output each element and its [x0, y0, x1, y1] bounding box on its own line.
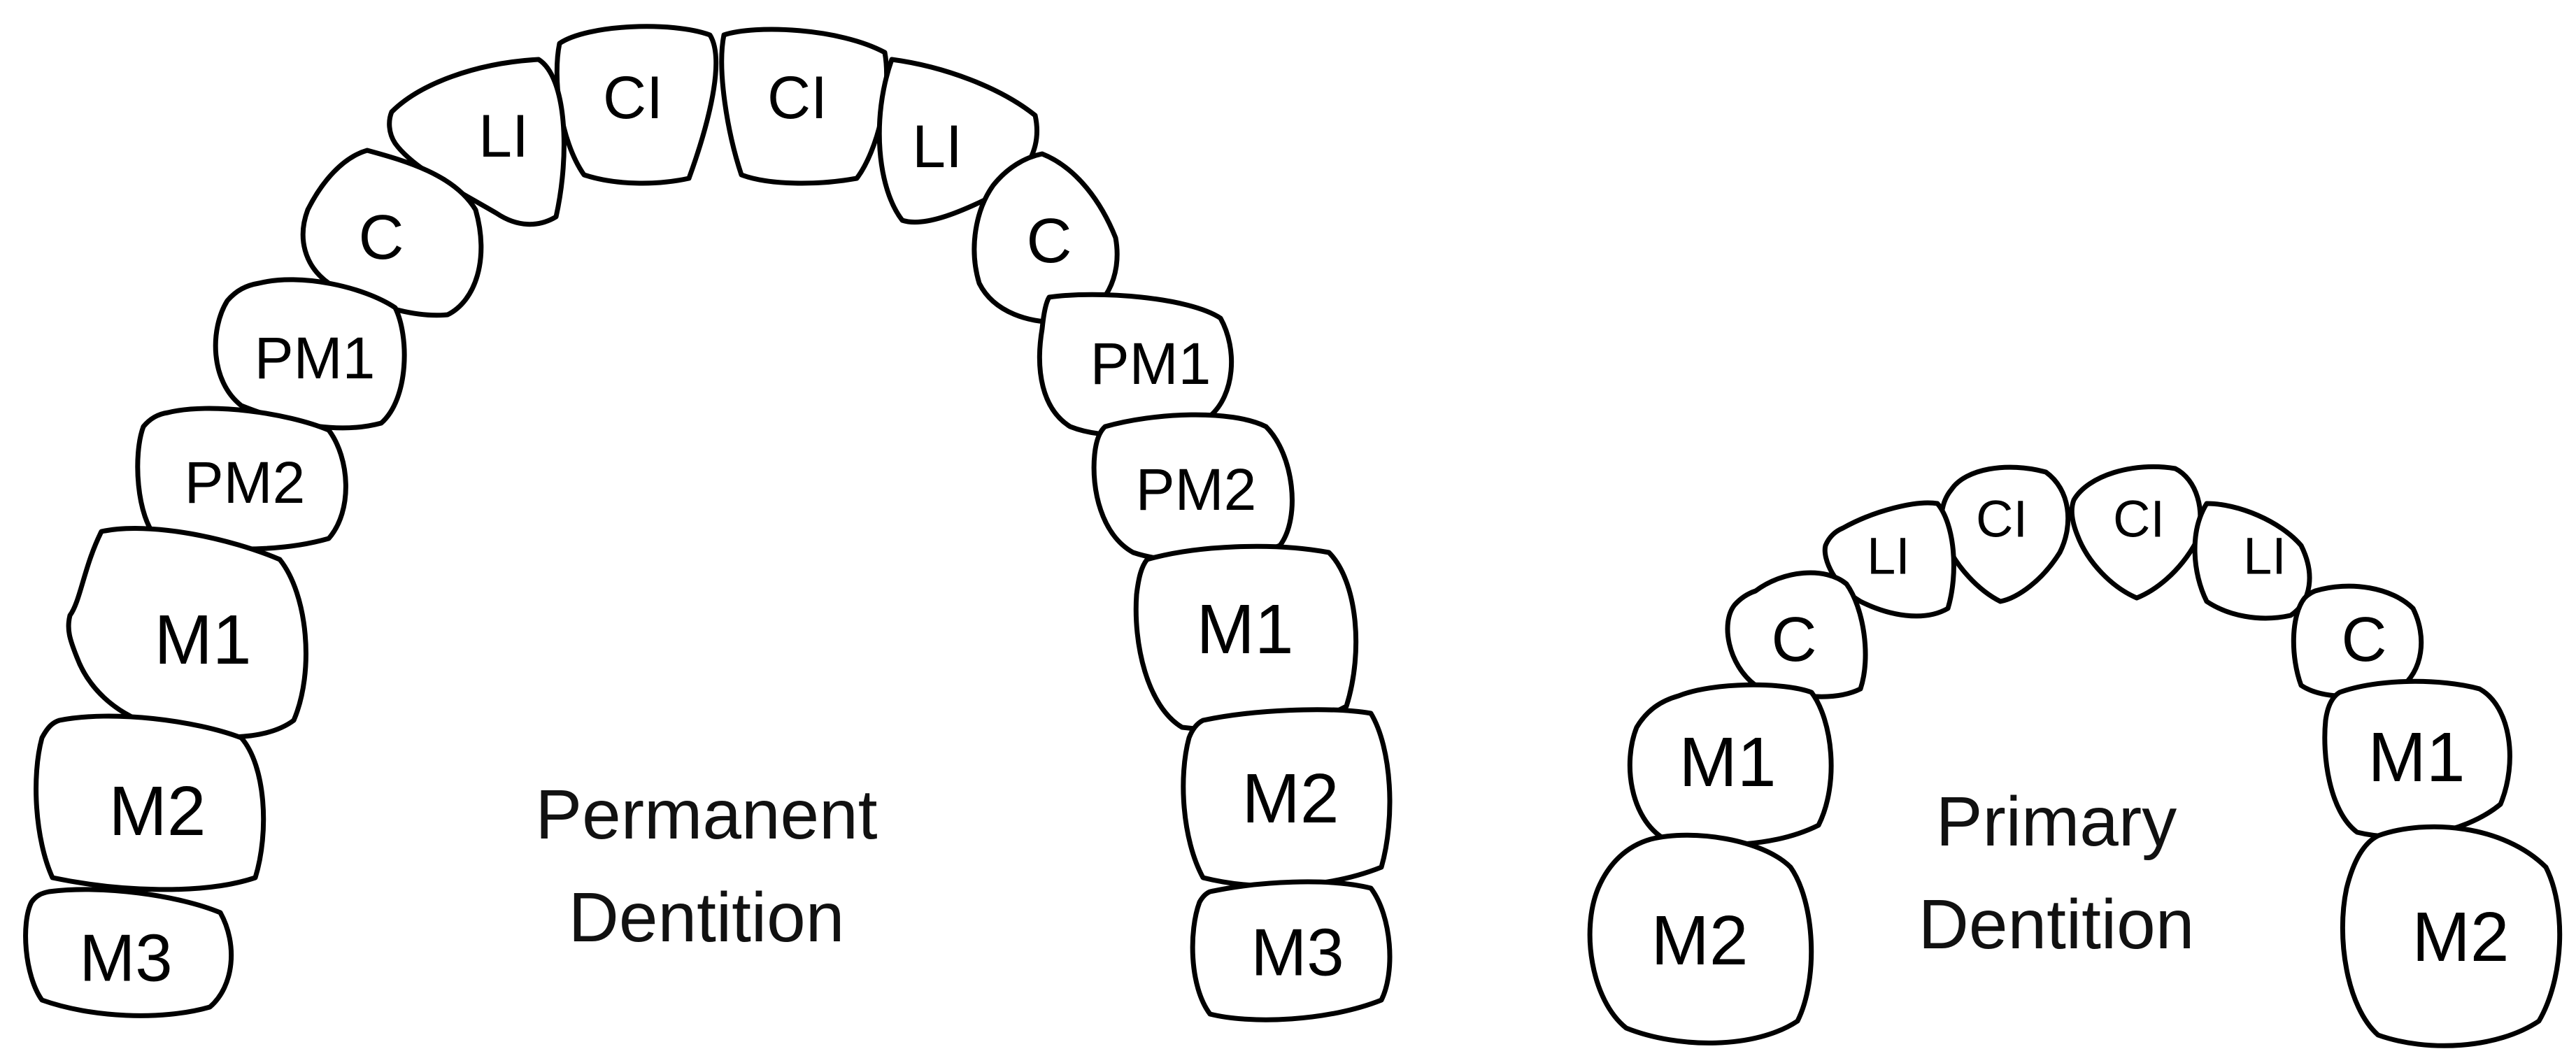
tooth-label: CI	[767, 64, 827, 131]
tooth-primary-left-central-incisor: CI	[1939, 464, 2071, 604]
permanent-title-line1: Permanent	[535, 776, 877, 854]
tooth-primary-left-canine: C	[1725, 570, 1868, 699]
tooth-primary-right-molar-2: M2	[2340, 824, 2563, 1048]
tooth-label: PM1	[1090, 331, 1211, 397]
tooth-permanent-right-premolar-2: PM2	[1091, 412, 1295, 564]
tooth-label: LI	[2243, 527, 2286, 585]
tooth-permanent-right-central-incisor: CI	[719, 27, 890, 186]
tooth-label: M2	[1651, 901, 1749, 980]
tooth-permanent-left-central-incisor: CI	[554, 24, 719, 186]
tooth-label: M3	[1251, 915, 1344, 990]
tooth-label: LI	[1867, 527, 1910, 585]
tooth-primary-left-lateral-incisor: LI	[1822, 500, 1956, 619]
tooth-primary-left-molar-2: M2	[1587, 832, 1814, 1046]
tooth-label: C	[359, 203, 404, 273]
tooth-permanent-left-molar-2: M2	[34, 713, 266, 892]
permanent-title-line2: Dentition	[569, 878, 845, 957]
tooth-label: LI	[912, 113, 962, 180]
tooth-primary-left-molar-1: M1	[1627, 682, 1834, 848]
tooth-primary-right-central-incisor: CI	[2069, 464, 2203, 601]
tooth-label: M1	[155, 601, 252, 679]
tooth-permanent-left-molar-3: M3	[23, 887, 234, 1018]
tooth-primary-right-molar-1: M1	[2322, 678, 2512, 839]
tooth-label: M1	[1679, 723, 1777, 801]
tooth-permanent-right-canine: C	[972, 151, 1120, 325]
tooth-permanent-right-molar-1: M1	[1133, 543, 1359, 733]
tooth-label: C	[1027, 206, 1072, 276]
tooth-permanent-left-premolar-1: PM1	[213, 277, 407, 431]
tooth-label: CI	[1976, 490, 2028, 548]
tooth-permanent-right-molar-2: M2	[1181, 707, 1393, 889]
tooth-label: C	[2342, 605, 2387, 675]
primary-title-line1: Primary	[1936, 783, 2177, 861]
tooth-label: PM2	[1136, 457, 1257, 522]
tooth-label: M2	[2412, 898, 2510, 976]
tooth-label: PM1	[255, 325, 376, 391]
tooth-label: M2	[109, 772, 206, 850]
tooth-label: CI	[2113, 490, 2165, 548]
tooth-permanent-left-premolar-2: PM2	[135, 406, 348, 552]
tooth-label: LI	[478, 103, 529, 170]
tooth-label: M2	[1242, 759, 1339, 838]
permanent-dentition: CI LI C PM1 PM2 M1 M2 M3	[23, 24, 1393, 1022]
tooth-permanent-left-lateral-incisor: LI	[387, 57, 567, 227]
tooth-permanent-left-canine: C	[300, 148, 484, 318]
tooth-primary-right-canine: C	[2291, 583, 2424, 699]
primary-dentition: CI LI C M1 M2 CI LI C	[1587, 464, 2563, 1048]
tooth-label: M1	[1197, 590, 1294, 669]
tooth-primary-right-lateral-incisor: LI	[2192, 501, 2312, 621]
tooth-label: C	[1772, 605, 1817, 675]
tooth-label: M3	[79, 921, 172, 996]
primary-title-line2: Dentition	[1919, 885, 2195, 964]
tooth-label: PM2	[185, 450, 306, 515]
tooth-permanent-right-molar-3: M3	[1190, 879, 1393, 1022]
tooth-label: CI	[603, 64, 663, 131]
tooth-permanent-left-molar-1: M1	[66, 526, 308, 740]
tooth-label: M1	[2368, 718, 2465, 797]
